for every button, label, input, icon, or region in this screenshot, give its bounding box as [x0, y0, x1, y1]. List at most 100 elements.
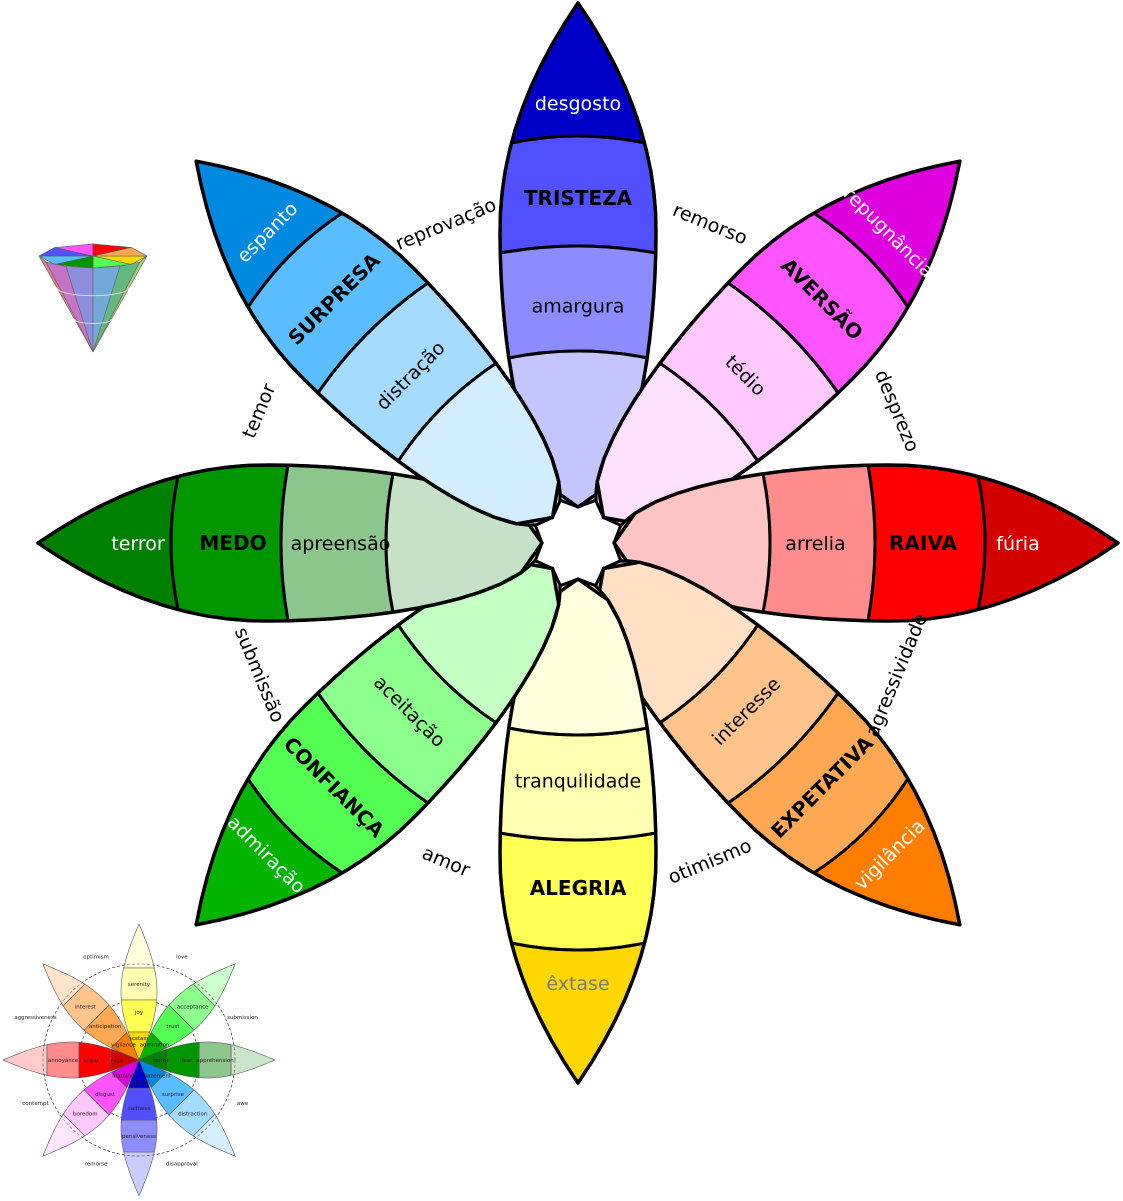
mini-label-anger: anger	[83, 1058, 100, 1064]
mini-label-serenity: serenity	[128, 982, 151, 988]
mini-petal: distraction surprise amazement	[138, 1059, 236, 1157]
mini-dyad-aggressiveness: aggressiveness	[14, 1015, 57, 1021]
mini-dyad-remorse: remorse	[85, 1162, 108, 1168]
mini-dyad-awe: awe	[237, 1101, 249, 1107]
mini-label-joy: joy	[134, 1010, 144, 1016]
mini-dashed-ring	[42, 963, 236, 1157]
mini-petal-segment	[62, 1089, 110, 1137]
mini-dyad-disapproval: disapproval	[166, 1162, 198, 1168]
petal-raiva: fúria RAIVA arrelia	[612, 463, 1120, 623]
cone-3d-model-icon	[38, 243, 148, 353]
petal-expetativa-outline	[595, 560, 962, 927]
mini-petal-segment	[42, 963, 86, 1007]
mini-label-disgust: disgust	[95, 1092, 116, 1098]
mini-label-ecstasy: ecstasy	[129, 1036, 151, 1042]
petal-aversao-outline	[595, 159, 962, 526]
label-arrelia: arrelia	[785, 533, 845, 555]
mini-petal-segment	[120, 1087, 158, 1121]
mini-label-interest: interest	[75, 1004, 97, 1010]
mini-dyad-submission: submission	[227, 1015, 258, 1021]
dyad-reprovacao: reprovação	[392, 194, 499, 255]
mini-petal: serenity joy ecstasy	[120, 923, 158, 1061]
label-tranquilidade: tranquilidade	[515, 771, 641, 793]
mini-label-vigilance: vigilance	[111, 1042, 136, 1048]
mini-petal-segment	[168, 1089, 216, 1137]
cone-ring	[56, 287, 130, 297]
mini-petal-segment	[42, 1113, 86, 1157]
cone-ring	[74, 319, 112, 324]
petal-alegria-segment-1	[509, 941, 647, 1085]
dyad-submissao: submissão	[230, 624, 289, 726]
label-alegria: ALEGRIA	[530, 876, 627, 900]
mini-dyad-optimism: optimism	[83, 955, 109, 961]
mini-petal-segment	[46, 1041, 80, 1079]
mini-label-grief: grief	[133, 1080, 147, 1086]
dyad-desprezo: desprezo	[870, 367, 923, 455]
dyad-remorso: remorso	[669, 199, 750, 249]
mini-label-sadness: sadness	[128, 1106, 150, 1112]
mini-petal-segment	[192, 1113, 236, 1157]
label-medo: MEDO	[199, 531, 266, 555]
dyad-otimismo: otimismo	[665, 835, 755, 889]
mini-petal-segment	[123, 923, 155, 969]
mini-petal-segment	[166, 1041, 200, 1079]
mini-dyad-love: love	[176, 955, 188, 961]
petal-tristeza-outline	[498, 1, 658, 509]
mini-dyad-contempt: contempt	[22, 1101, 49, 1107]
mini-label-loathing: loathing	[112, 1074, 134, 1080]
mini-label-amazement: amazement	[138, 1074, 172, 1080]
mini-petal-segment	[150, 1004, 195, 1049]
mini-label-pensiveness: pensiveness	[122, 1134, 156, 1140]
mini-label-fear: fear	[182, 1058, 194, 1064]
mini-petal: pensiveness sadness grief	[120, 1059, 158, 1197]
petals: desgostoTRISTEZAamargurarepugnânciaAVERS…	[36, 1, 1120, 1085]
label-raiva: RAIVA	[889, 531, 957, 555]
mini-petal-segment	[83, 1004, 128, 1049]
mini-petal-segment	[62, 983, 110, 1031]
mini-label-acceptance: acceptance	[177, 1004, 209, 1010]
label-apreensao: apreensão	[291, 533, 391, 555]
petal-raiva-outline	[612, 463, 1120, 623]
petal-confianca-outline	[194, 560, 561, 927]
mini-label-trust: trust	[166, 1024, 180, 1030]
petal-surpresa-outline	[194, 159, 561, 526]
mini-petal-segment	[78, 1041, 112, 1079]
mini-petal-segment	[83, 1071, 128, 1116]
label-furia: fúria	[996, 533, 1039, 555]
mini-label-terror: terror	[153, 1058, 169, 1064]
petal-alegria-outline	[498, 577, 658, 1085]
dyad-amor: amor	[419, 842, 473, 881]
label-extase: êxtase	[546, 973, 609, 995]
cone-top-slice	[92, 247, 148, 257]
cone-side-slice	[92, 255, 148, 353]
mini-label-surprise: surprise	[162, 1092, 185, 1098]
petal-medo-outline	[36, 463, 544, 623]
mini-petal-segment	[110, 1031, 140, 1061]
mini-petal: interest anticipation vigilance	[42, 963, 140, 1061]
label-desgosto: desgosto	[535, 93, 621, 115]
dyad-temor: temor	[238, 380, 280, 441]
mini-petal: acceptance trust admiration	[138, 963, 236, 1061]
label-amargura: amargura	[532, 296, 625, 318]
mini-petal-segment	[150, 1071, 195, 1116]
mini-label-admiration: admiration	[140, 1042, 170, 1048]
mini-label-annoyance: annoyance	[48, 1058, 79, 1064]
mini-petal-segment	[120, 967, 158, 1001]
mini-petal-segment	[123, 1151, 155, 1197]
mini-petal-segment	[198, 1041, 232, 1079]
mini-petal-segment	[120, 1119, 158, 1153]
mini-label-boredom: boredom	[73, 1112, 98, 1118]
mini-petal: boredom disgust loathing	[42, 1059, 140, 1157]
mini-label-anticipation: anticipation	[89, 1024, 122, 1030]
mini-label-distraction: distraction	[178, 1112, 208, 1118]
dyad-agressividade: agressividade	[861, 610, 932, 740]
mini-label-rage: rage	[111, 1058, 124, 1064]
petal-tristeza-segment-1	[509, 1, 647, 145]
mini-petal-segment	[192, 963, 236, 1007]
